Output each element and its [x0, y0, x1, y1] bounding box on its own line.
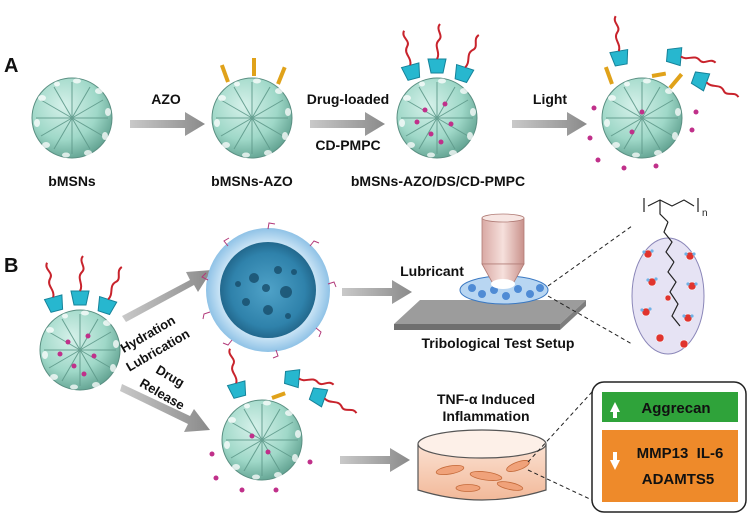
label-inflammation: Inflammation: [442, 408, 529, 424]
arrow-drug-loaded: [310, 112, 385, 136]
arrow-to-tribology: [342, 280, 412, 304]
tribology-setup: [394, 213, 586, 330]
label-n-subscript: n: [702, 208, 708, 219]
zoom-lines: [547, 225, 633, 345]
label-adamts5: ADAMTS5: [642, 471, 715, 488]
label-aggrecan: Aggrecan: [641, 400, 710, 417]
bmsns-azo-ds-cd-pmpc-particle: [391, 23, 486, 159]
gene-expression-box: [591, 381, 747, 513]
arrow-azo: [130, 112, 205, 136]
label-lubricant: Lubricant: [400, 263, 464, 279]
bmsns-azo-particle: [211, 58, 293, 159]
cell-culture-dish: [417, 429, 547, 501]
drug-release-particle: [209, 346, 362, 493]
result-zoom-lines: [527, 391, 593, 501]
loaded-particle-b: [34, 255, 129, 391]
arrow-hydration-lubrication: [122, 270, 212, 322]
panel-letter-a: A: [4, 55, 18, 77]
label-bmsns-azo-ds-cd-pmpc: bMSNs-AZO/DS/CD-PMPC: [351, 173, 525, 189]
bmsns-particle: [31, 77, 113, 159]
label-tribological-test-setup: Tribological Test Setup: [422, 335, 575, 351]
hydrated-particle: [201, 222, 337, 359]
label-light: Light: [533, 91, 568, 107]
pmpc-structure: n: [631, 198, 708, 355]
label-mmp13-il6: MMP13 IL-6: [637, 445, 724, 462]
label-bmsns: bMSNs: [48, 173, 96, 189]
arrow-drug-release: [120, 384, 210, 432]
arrow-to-inflammation: [340, 448, 410, 472]
arrow-light: [512, 112, 587, 136]
label-azo: AZO: [151, 91, 181, 107]
label-cd-pmpc: CD-PMPC: [315, 137, 380, 153]
panel-letter-b: B: [4, 255, 18, 277]
label-tnf-induced: TNF-α Induced: [437, 391, 535, 407]
released-particle: [587, 14, 744, 171]
label-drug-loaded: Drug-loaded: [307, 91, 389, 107]
label-bmsns-azo: bMSNs-AZO: [211, 173, 293, 189]
